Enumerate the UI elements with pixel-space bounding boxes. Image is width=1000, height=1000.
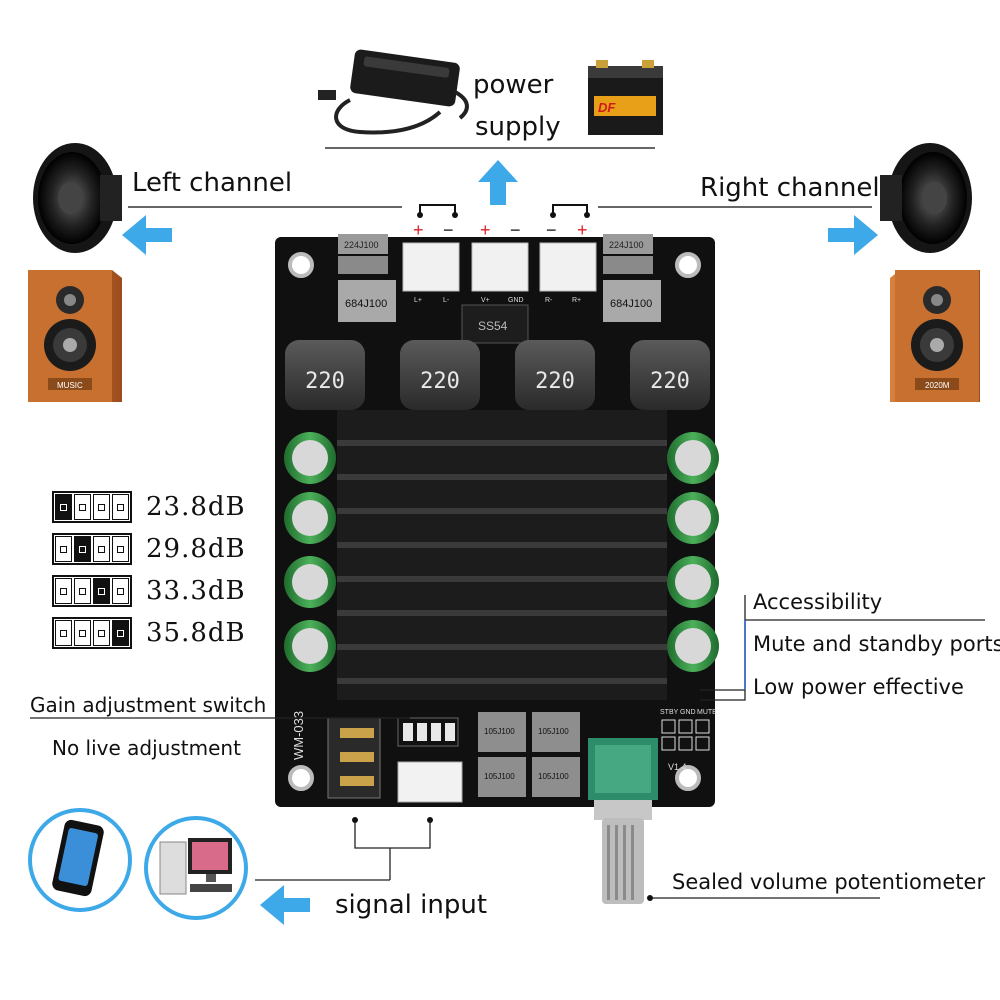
gain-row: 35.8dB — [52, 616, 246, 650]
low-power-label: Low power effective — [753, 675, 964, 699]
control-pins — [661, 719, 710, 751]
inductors — [285, 340, 710, 410]
inductor-label: 220 — [305, 369, 345, 394]
output-terminals — [402, 242, 597, 292]
electrolytic-capacitors — [284, 432, 719, 672]
board-model: WM-033 — [291, 711, 306, 760]
diode — [461, 304, 529, 344]
film-cap-label: 105J100 — [538, 727, 569, 736]
film-capacitor — [603, 280, 661, 322]
left-speaker-cabinet-icon — [28, 270, 122, 402]
no-live-label: No live adjustment — [52, 736, 241, 760]
gain-value: 29.8dB — [146, 534, 246, 564]
inductor-label: 220 — [420, 369, 460, 394]
ctrl-label: STBY — [660, 709, 679, 716]
heatsink — [337, 410, 667, 700]
resistor — [603, 256, 653, 274]
terminal-label: L- — [443, 297, 450, 304]
inductor-label: 220 — [535, 369, 575, 394]
mute-standby-label: Mute and standby ports — [753, 632, 1000, 656]
left-speaker-brand: MUSIC — [57, 381, 83, 390]
phone-icon — [28, 808, 132, 912]
volume-pot-label: Sealed volume potentiometer — [672, 870, 986, 894]
small-film-capacitors — [478, 712, 580, 797]
dip-switch-icon — [52, 617, 132, 649]
right-speaker-cabinet-icon — [890, 270, 980, 402]
power-adapter-icon — [318, 49, 469, 135]
power-supply-label-2: supply — [475, 112, 561, 142]
right-woofer-icon — [880, 143, 972, 253]
svg-text:−: − — [443, 220, 454, 240]
svg-text:−: − — [510, 220, 521, 240]
gain-row: 23.8dB — [52, 490, 246, 524]
gain-value: 35.8dB — [146, 618, 246, 648]
desktop-computer-icon — [144, 816, 248, 920]
dip-switch-icon — [52, 491, 132, 523]
cap-label-right: 684J100 — [610, 298, 652, 310]
dip-switch-icon — [52, 533, 132, 565]
left-woofer-icon — [33, 143, 122, 253]
mounting-holes — [288, 252, 701, 791]
terminal-label: V+ — [481, 297, 490, 304]
svg-text:−: − — [546, 220, 557, 240]
signal-input-label: signal input — [335, 890, 488, 920]
right-arrow-icon — [828, 215, 878, 255]
battery-brand: DF — [598, 100, 616, 115]
svg-text:+: + — [577, 220, 588, 240]
diode-label: SS54 — [478, 319, 508, 333]
svg-text:+: + — [413, 220, 424, 240]
gain-value: 23.8dB — [146, 492, 246, 522]
board-version: V1.4 — [668, 762, 687, 772]
left-arrow-icon — [122, 215, 172, 255]
signal-input-connector — [397, 761, 463, 803]
volume-potentiometer — [588, 738, 658, 904]
battery-icon — [588, 60, 663, 135]
ctrl-label: GND — [680, 709, 696, 716]
audio-jack-icon — [327, 717, 381, 799]
terminal-label: R- — [545, 297, 553, 304]
dip-switch-icon — [52, 575, 132, 607]
signal-arrow-icon — [260, 885, 310, 925]
cap-label-left: 684J100 — [345, 298, 387, 310]
resistor-label: 224J100 — [609, 240, 644, 250]
svg-text:+: + — [480, 220, 491, 240]
gain-switch-label: Gain adjustment switch — [30, 693, 267, 717]
terminal-label: GND — [508, 297, 524, 304]
gain-row: 33.3dB — [52, 574, 246, 608]
up-arrow-icon — [478, 160, 518, 205]
power-supply-label-1: power — [473, 70, 554, 100]
accessibility-label: Accessibility — [753, 590, 883, 614]
resistor-label: 224J100 — [344, 240, 379, 250]
film-cap-label: 105J100 — [484, 727, 515, 736]
right-speaker-brand: 2020M — [925, 381, 950, 390]
gain-switch-header — [397, 717, 459, 747]
resistor — [338, 256, 388, 274]
terminal-label: L+ — [414, 297, 422, 304]
left-channel-label: Left channel — [132, 168, 293, 198]
film-capacitor — [338, 280, 396, 322]
terminal-label: R+ — [572, 297, 581, 304]
ctrl-label: MUTE — [697, 709, 717, 716]
resistor — [603, 234, 653, 254]
inductor-label: 220 — [650, 369, 690, 394]
polarity-signs: +− +− −+ — [413, 220, 588, 240]
gain-value: 33.3dB — [146, 576, 246, 606]
polarity-markers — [419, 204, 588, 215]
film-cap-label: 105J100 — [538, 772, 569, 781]
resistor — [338, 234, 388, 254]
film-cap-label: 105J100 — [484, 772, 515, 781]
right-channel-label: Right channel — [700, 173, 880, 203]
gain-row: 29.8dB — [52, 532, 246, 566]
